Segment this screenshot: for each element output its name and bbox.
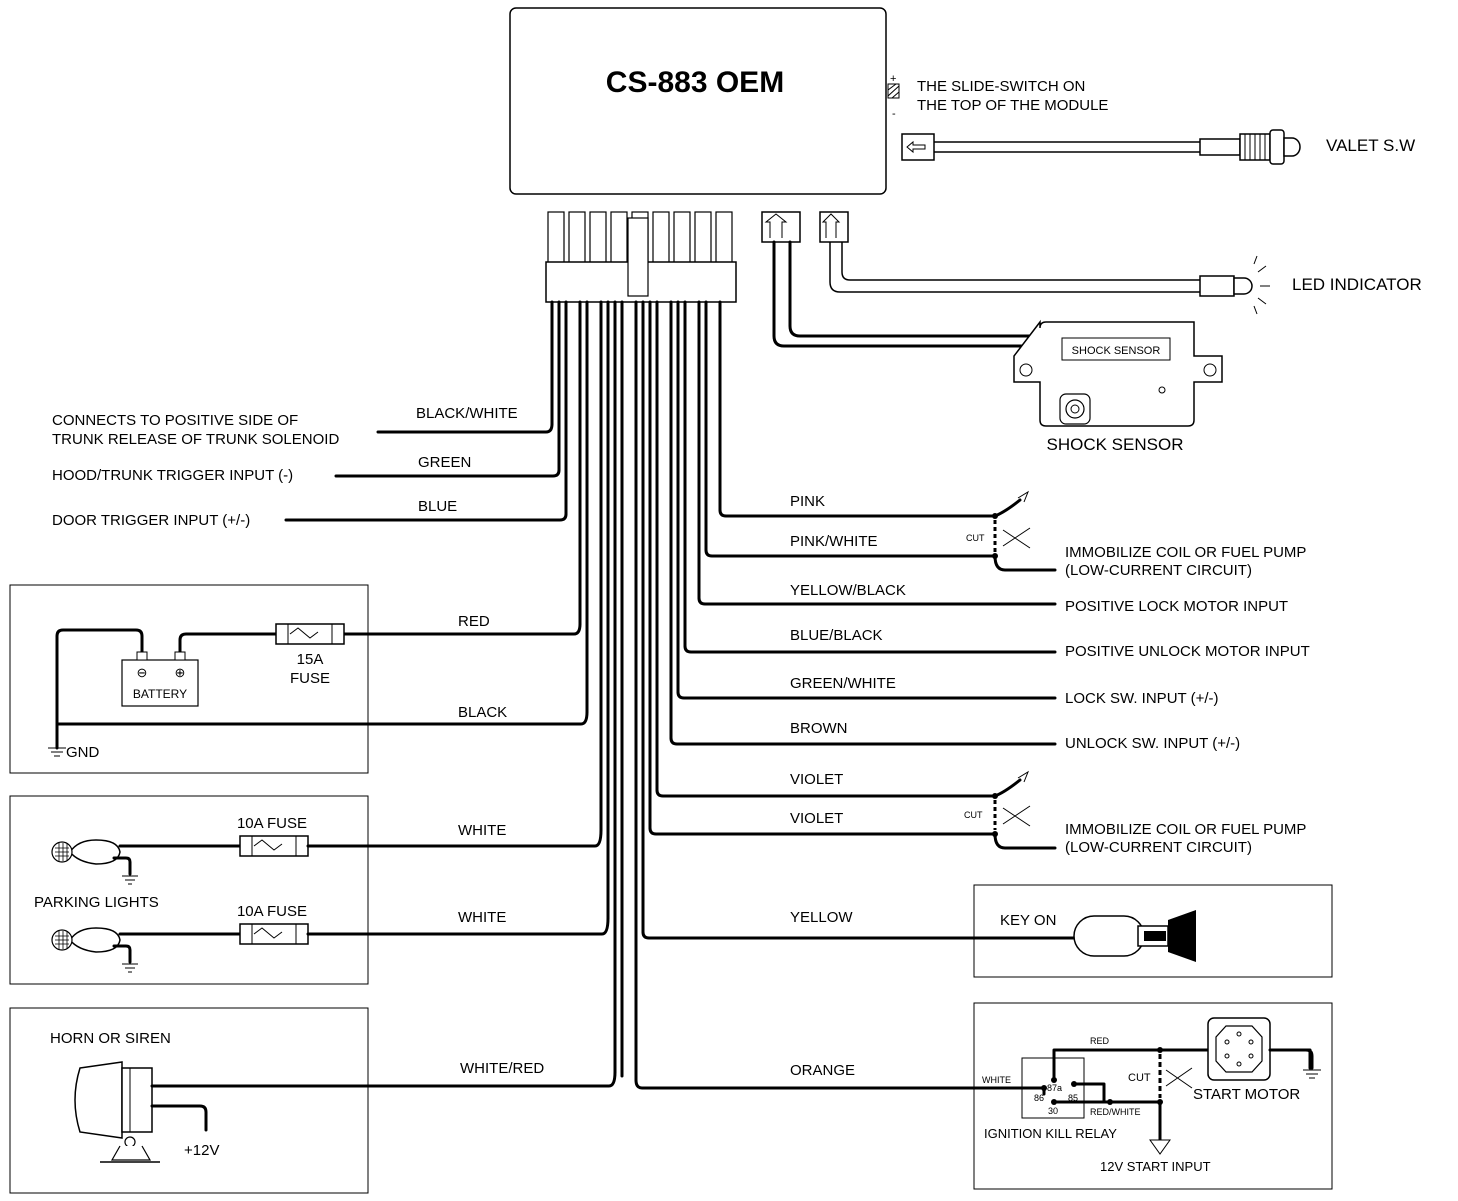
horn-label: HORN OR SIREN	[50, 1030, 171, 1047]
switch-minus: -	[892, 108, 896, 120]
relay-red-label: RED	[1090, 1036, 1110, 1046]
relay-pin-86: 86	[1034, 1093, 1044, 1103]
ignition-kill-relay-label: IGNITION KILL RELAY	[984, 1126, 1117, 1141]
valet-label: VALET S.W	[1326, 136, 1415, 155]
wire-label-black: BLACK	[458, 704, 507, 721]
start-input-label: 12V START INPUT	[1100, 1159, 1211, 1174]
key-box: KEY ON	[973, 884, 1333, 978]
cut-label-1: CUT	[966, 533, 985, 543]
module-box	[509, 7, 887, 195]
fuse-10a-2-icon	[239, 923, 309, 945]
wire-label-green: GREEN	[418, 454, 471, 471]
harness-wire-stubs	[550, 300, 722, 1082]
fuse-10a-1-icon	[239, 835, 309, 857]
start-motor-icon	[1207, 1017, 1271, 1081]
desc-trunk-release-1: CONNECTS TO POSITIVE SIDE OF	[52, 412, 298, 429]
led-indicator-label: LED INDICATOR	[1292, 275, 1422, 294]
shock-sensor-icon	[1013, 319, 1223, 427]
relay-pin-85: 85	[1068, 1093, 1078, 1103]
wire-label-yellow-black: YELLOW/BLACK	[790, 582, 906, 599]
battery-neg-symbol: ⊖	[137, 665, 148, 680]
fuse-15a-icon	[275, 623, 345, 645]
desc-door-trigger: DOOR TRIGGER INPUT (+/-)	[52, 512, 250, 529]
wire-label-pink: PINK	[790, 493, 825, 510]
scissors-1-icon	[1002, 527, 1031, 549]
desc-trunk-release-2: TRUNK RELEASE OF TRUNK SOLENOID	[52, 431, 339, 448]
module-title: CS-883 OEM	[606, 66, 784, 99]
valet-switch-icon	[1239, 129, 1301, 165]
wire-label-white-1: WHITE	[458, 822, 506, 839]
battery-label: BATTERY	[133, 687, 187, 701]
shock-sensor-box-label: SHOCK SENSOR	[1072, 345, 1161, 357]
wire-label-green-white: GREEN/WHITE	[790, 675, 896, 692]
start-motor-label: START MOTOR	[1193, 1086, 1300, 1103]
switch-plus: +	[890, 73, 896, 85]
horn-icon	[74, 1061, 160, 1163]
valet-switch: VALET S.W	[901, 129, 1415, 165]
battery-icon	[121, 651, 199, 707]
immob-2-line-2: (LOW-CURRENT CIRCUIT)	[1065, 839, 1252, 856]
horn-box: HORN OR SIREN WHITE/RED +12V	[9, 1007, 617, 1194]
parking-lights-box: 10A FUSE WHITE PARKING LIGHTS 10A FUSE W…	[9, 795, 610, 985]
start-input-arrow-icon	[1149, 1139, 1171, 1155]
horn-supply-label: +12V	[184, 1142, 219, 1159]
module-unit: CS-883 OEM + - THE SLIDE-SWITCH ON THE T…	[509, 7, 1108, 195]
cut-label-2: CUT	[964, 810, 983, 820]
scissors-3-icon	[1165, 1067, 1193, 1089]
wire-label-violet-1: VIOLET	[790, 771, 843, 788]
wire-label-orange: ORANGE	[790, 1062, 855, 1079]
ignition-key-icon	[1073, 910, 1196, 962]
parking-light-2-icon	[51, 927, 121, 953]
relay-white-label: WHITE	[982, 1075, 1011, 1085]
fuse-10a-2-label: 10A FUSE	[237, 903, 307, 920]
wire-label-violet-2: VIOLET	[790, 810, 843, 827]
power-box: 15A FUSE RED ⊖ ⊕ BATTERY BLACK GND	[9, 584, 589, 774]
left-wire-group: BLACK/WHITE CONNECTS TO POSITIVE SIDE OF…	[52, 405, 568, 529]
wire-label-red: RED	[458, 613, 490, 630]
wire-label-pink-white: PINK/WHITE	[790, 533, 878, 550]
desc-unlock-sw: UNLOCK SW. INPUT (+/-)	[1065, 735, 1240, 752]
desc-lock-motor: POSITIVE LOCK MOTOR INPUT	[1065, 598, 1288, 615]
fuse-10a-1-label: 10A FUSE	[237, 815, 307, 832]
parking-lights-label: PARKING LIGHTS	[34, 894, 159, 911]
relay-cut-label: CUT	[1128, 1072, 1151, 1084]
shock-sensor-group: LED INDICATOR SHOCK SENSOR SHOCK SENSOR	[761, 211, 1422, 454]
relay-pin-87a: 87a	[1047, 1083, 1062, 1093]
fuse-15a-label-2: FUSE	[290, 670, 330, 687]
wire-label-white-red: WHITE/RED	[460, 1060, 544, 1077]
immob-1-line-1: IMMOBILIZE COIL OR FUEL PUMP	[1065, 544, 1306, 561]
switch-note-1: THE SLIDE-SWITCH ON	[917, 78, 1085, 95]
wire-label-black-white: BLACK/WHITE	[416, 405, 518, 422]
relay-red-white-label: RED/WHITE	[1090, 1107, 1141, 1117]
wire-label-white-2: WHITE	[458, 909, 506, 926]
parking-light-1-icon	[51, 839, 121, 865]
led-icon	[1233, 255, 1270, 315]
immob-2-line-1: IMMOBILIZE COIL OR FUEL PUMP	[1065, 821, 1306, 838]
key-on-label: KEY ON	[1000, 912, 1056, 929]
gnd-label: GND	[66, 744, 100, 761]
wire-label-brown: BROWN	[790, 720, 848, 737]
led-connector-icon	[819, 211, 849, 243]
scissors-2-icon	[1002, 805, 1031, 827]
wire-label-yellow: YELLOW	[790, 909, 853, 926]
main-harness-connector	[545, 211, 737, 303]
relay-box: WHITE 86 87a 85 30 RED CUT	[973, 1002, 1333, 1190]
shock-sensor-label: SHOCK SENSOR	[1047, 435, 1184, 454]
battery-pos-symbol: ⊕	[175, 665, 186, 680]
wire-label-blue: BLUE	[418, 498, 457, 515]
desc-unlock-motor: POSITIVE UNLOCK MOTOR INPUT	[1065, 643, 1310, 660]
wire-label-blue-black: BLUE/BLACK	[790, 627, 883, 644]
desc-hood-trunk: HOOD/TRUNK TRIGGER INPUT (-)	[52, 467, 293, 484]
shock-connector-icon	[761, 211, 801, 243]
fuse-15a-label-1: 15A	[297, 651, 324, 668]
desc-lock-sw: LOCK SW. INPUT (+/-)	[1065, 690, 1219, 707]
ground-icon	[48, 747, 66, 757]
relay-pin-30: 30	[1048, 1106, 1058, 1116]
right-wire-group: PINK PINK/WHITE CUT IMMOBILIZE COIL OR F…	[634, 490, 1310, 1090]
immob-1-line-2: (LOW-CURRENT CIRCUIT)	[1065, 562, 1252, 579]
switch-note-2: THE TOP OF THE MODULE	[917, 97, 1108, 114]
